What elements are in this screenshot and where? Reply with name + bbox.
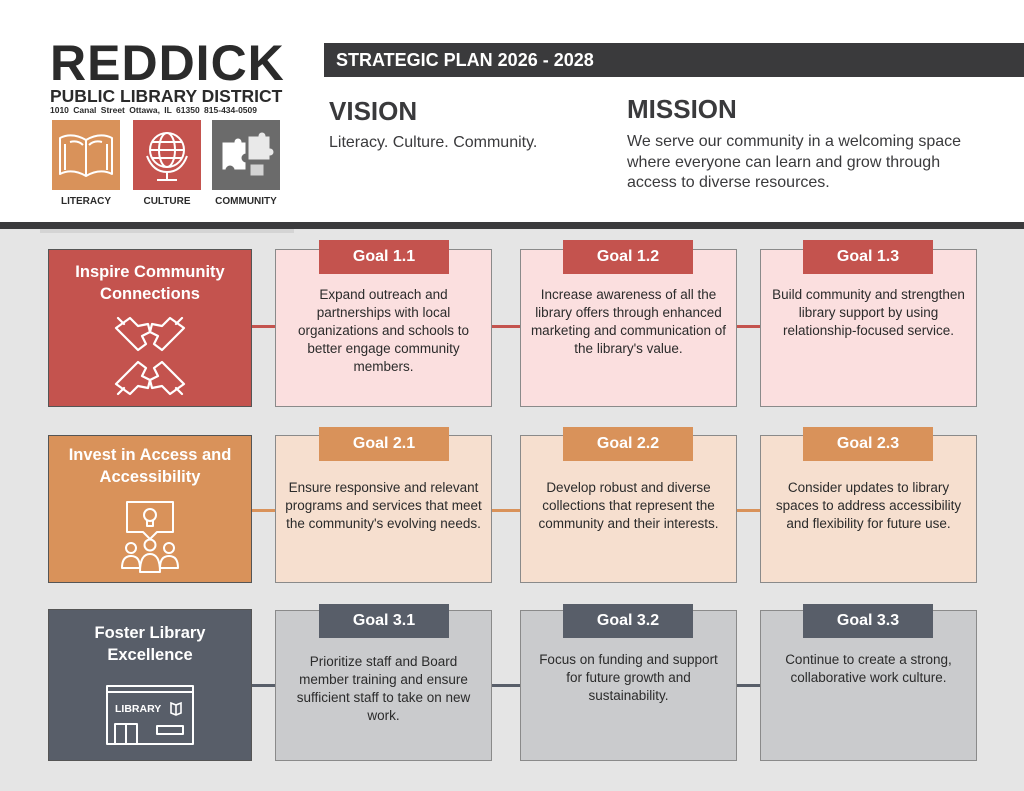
strategy-title: Foster Library Excellence [94,624,206,664]
logo-subtitle: PUBLIC LIBRARY DISTRICT [50,86,283,106]
goal-tab: Goal 1.1 [319,240,449,274]
puzzle-icon [212,120,280,190]
goal-card [520,249,737,407]
value-label-culture: CULTURE [143,196,191,207]
hands-together-icon [114,316,186,396]
goal-text: Ensure responsive and relevant programs … [285,480,482,531]
goal-card [275,249,492,407]
connector [252,684,276,687]
strategy-card-1: Inspire Community Connections [48,249,252,407]
logo-title: REDDICK [50,35,285,91]
strategy-title: Inspire Community Connections [75,263,225,303]
connector [491,509,521,512]
connector [732,684,762,687]
strategy-title: Invest in Access and Accessibility [68,446,232,486]
library-icon-text: LIBRARY [115,703,161,715]
goal-card [760,249,977,407]
goal-tab: Goal 1.3 [803,240,933,274]
goal-tab: Goal 3.1 [319,604,449,638]
literacy-box [52,120,120,190]
open-book-icon [52,120,120,190]
connector [732,325,762,328]
culture-box [133,120,201,190]
vision-text: Literacy. Culture. Community. [329,134,538,151]
goal-text: Prioritize staff and Board member traini… [296,654,471,723]
goal-text: Continue to create a strong, collaborati… [785,652,952,685]
value-label-community: COMMUNITY [215,196,277,207]
goal-tab: Goal 2.2 [563,427,693,461]
connector [491,684,521,687]
connector [252,325,276,328]
value-label-literacy: LITERACY [61,196,111,207]
goal-text: Consider updates to library spaces to ad… [775,480,962,531]
strategy-card-3: Foster Library Excellence LIBRARY [48,609,252,761]
goal-tab: Goal 1.2 [563,240,693,274]
goal-text: Develop robust and diverse collections t… [538,480,719,531]
goal-tab: Goal 3.3 [803,604,933,638]
goal-tab: Goal 3.2 [563,604,693,638]
mission-title: MISSION [627,94,737,124]
goal-text: Build community and strengthen library s… [772,287,965,338]
goal-text: Increase awareness of all the library of… [530,287,727,356]
logo-address: 1010 Canal Street Ottawa, IL 61350 815-4… [50,105,257,115]
connector [732,509,762,512]
globe-icon [133,120,201,190]
connector [252,509,276,512]
goal-tab: Goal 2.1 [319,427,449,461]
mission-text: We serve our community in a welcoming sp… [627,133,962,191]
vision-title: VISION [329,96,418,126]
section-accent [40,229,294,233]
idea-group-icon [121,501,179,573]
goal-text: Focus on funding and support for future … [539,652,718,703]
strategy-card-2: Invest in Access and Accessibility [48,435,252,583]
library-building-icon: LIBRARY [106,685,194,745]
connector [491,325,521,328]
header-divider [0,222,1024,229]
goal-tab: Goal 2.3 [803,427,933,461]
goal-text: Expand outreach and partnerships with lo… [297,287,470,374]
plan-title-bar: STRATEGIC PLAN 2026 - 2028 [324,43,1024,77]
community-box [212,120,280,190]
